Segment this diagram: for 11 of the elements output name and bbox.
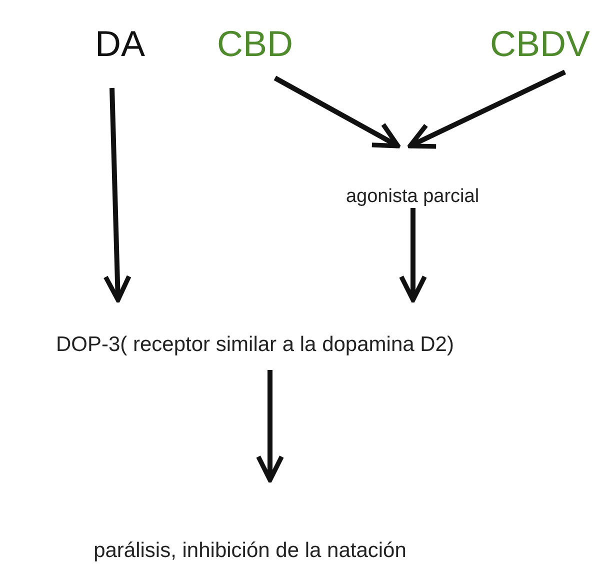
- pathway-label: agonista parcial: [346, 187, 480, 208]
- arrow: [399, 208, 427, 302]
- substance-label: DA: [94, 24, 145, 64]
- substance-label: CBDV: [490, 24, 590, 64]
- pathway-label: DOP-3( receptor similar a la dopamina D2): [56, 333, 454, 357]
- arrow: [103, 88, 132, 302]
- arrow: [274, 76, 400, 148]
- arrow: [256, 370, 284, 482]
- arrow: [408, 70, 566, 149]
- substance-label: CBD: [216, 24, 293, 64]
- pathway-label: parálisis, inhibición de la natación: [94, 538, 406, 562]
